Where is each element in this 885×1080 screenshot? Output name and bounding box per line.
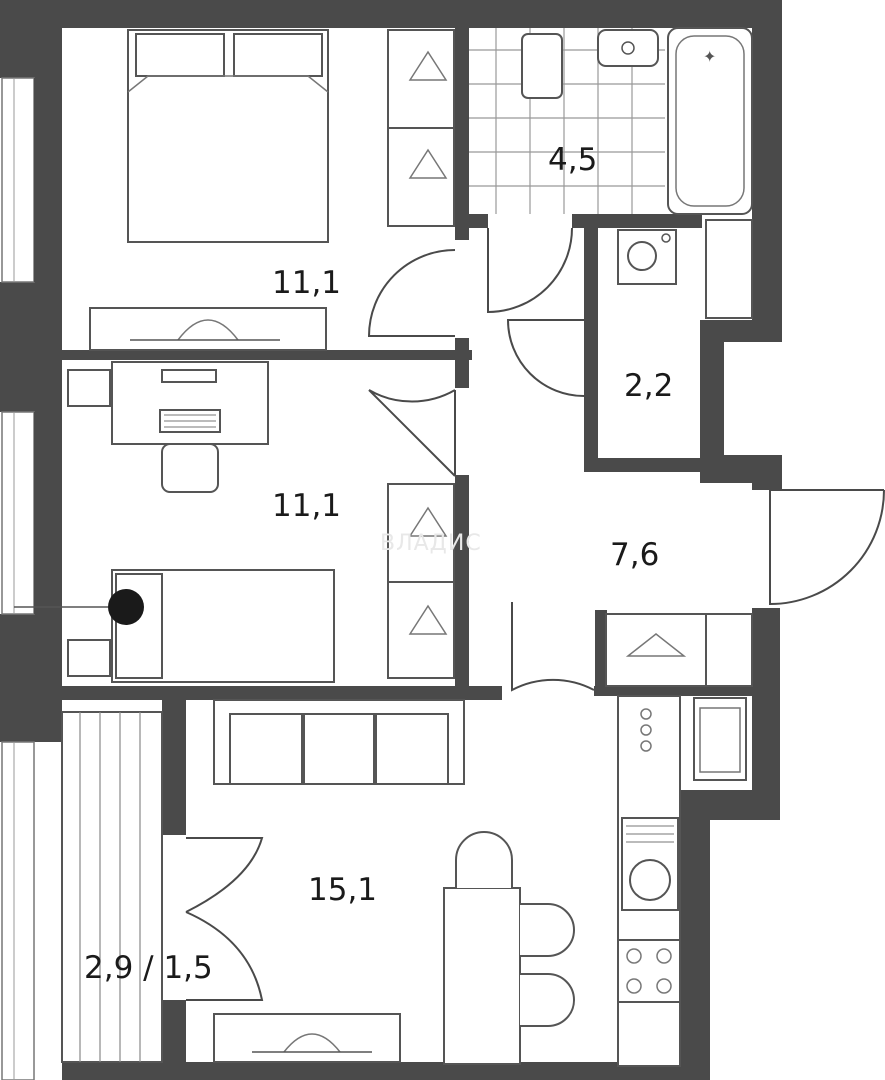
door-entrance <box>769 489 885 606</box>
door-bedroom-2 <box>368 389 456 403</box>
outer-wall-right-upper <box>752 0 782 340</box>
hall-wardrobe <box>605 613 753 687</box>
area-label-bedroom-1: 11,1 <box>272 265 341 301</box>
bathtub <box>667 27 753 215</box>
walls <box>0 0 782 1080</box>
outer-wall-top <box>0 0 780 28</box>
radiator-desk-2 <box>213 1013 401 1063</box>
bedroom-1-furniture <box>89 29 455 351</box>
cooktop <box>617 939 681 1003</box>
monitor <box>161 369 217 383</box>
balcony <box>61 711 163 1063</box>
outer-wall-bottom <box>62 1062 702 1080</box>
bedroom-2-furniture <box>14 361 455 683</box>
sink <box>597 29 659 67</box>
hanger-icon <box>408 604 448 635</box>
dining-table <box>443 887 521 1065</box>
door-storage <box>506 319 585 397</box>
pillow-left <box>135 33 225 77</box>
radiator <box>67 639 111 677</box>
outer-wall-left-1 <box>0 0 62 78</box>
hanger-icon <box>625 633 687 657</box>
lamp-icon <box>177 319 239 341</box>
hanger-icon <box>408 506 448 537</box>
kitchen-sink <box>621 817 679 911</box>
sofa-seat <box>229 713 303 785</box>
area-label-storage: 2,2 <box>624 368 673 404</box>
svg-text:✦: ✦ <box>703 47 716 66</box>
lamp-icon <box>283 1033 341 1053</box>
area-label-bedroom-2: 11,1 <box>272 488 341 524</box>
door-bathroom <box>487 227 573 314</box>
fridge <box>693 697 747 781</box>
sofa-seat <box>375 713 449 785</box>
storage-fixtures <box>617 229 677 285</box>
area-label-hallway: 7,6 <box>610 537 659 573</box>
wall-balcony <box>162 700 186 835</box>
window-left-1 <box>1 77 35 283</box>
watermark-text: ВЛАДИС <box>380 531 482 556</box>
area-labels: 11,1 4,5 2,2 11,1 7,6 15,1 2,9 / 1,5 <box>84 142 673 986</box>
doors <box>185 227 885 1001</box>
hanger-icon <box>408 148 448 179</box>
outer-wall-right-lower <box>752 608 780 820</box>
radiator <box>67 369 111 407</box>
outer-wall-left-3 <box>0 614 62 742</box>
window-left-2 <box>1 411 35 615</box>
radiator-desk-1 <box>89 307 327 351</box>
pillow-right <box>233 33 323 77</box>
hanger-icon <box>408 50 448 81</box>
dining-chair <box>455 831 513 888</box>
outer-wall-left-2 <box>0 282 62 412</box>
area-label-living-kitchen: 15,1 <box>308 872 377 908</box>
dining-chair <box>520 903 575 957</box>
hallway-furniture <box>605 613 753 687</box>
door-bedroom-1 <box>367 249 456 337</box>
door-balcony-upper <box>185 837 264 913</box>
hood-icon <box>640 708 652 752</box>
washing-machine <box>617 229 677 285</box>
door-living <box>511 602 595 692</box>
bedside-lamp-icon <box>108 589 144 625</box>
area-label-bathroom: 4,5 <box>548 142 597 178</box>
toilet <box>521 33 563 99</box>
sofa-seat <box>303 713 375 785</box>
window-left-3 <box>1 741 35 1080</box>
door-balcony-lower <box>185 911 264 1001</box>
chair <box>161 443 219 493</box>
dining-chair <box>520 973 575 1027</box>
towel-rail <box>705 219 753 319</box>
living-kitchen-furniture <box>213 695 747 1067</box>
area-label-balcony: 2,9 / 1,5 <box>84 950 213 986</box>
wall-bath-left <box>455 0 469 240</box>
wall-bedroom-divider <box>62 350 472 360</box>
bathroom-fixtures: ✦ <box>469 27 753 319</box>
